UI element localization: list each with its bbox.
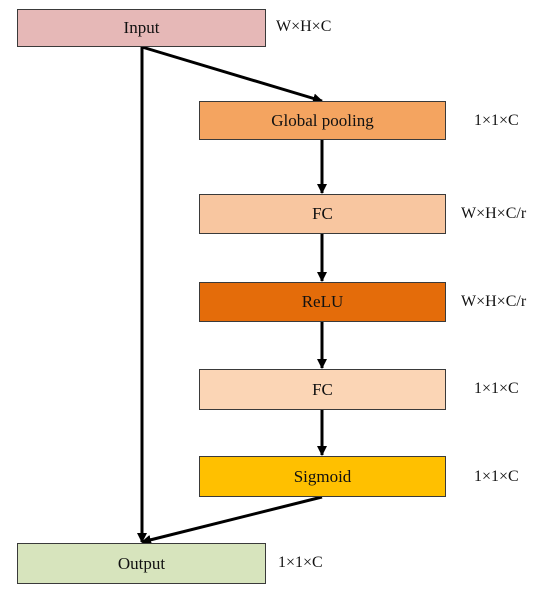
fc-1-dimension: W×H×C/r xyxy=(461,205,527,222)
output-node: Output xyxy=(17,543,266,584)
sigmoid-node-label: Sigmoid xyxy=(293,466,352,486)
output-dimension: 1×1×C xyxy=(278,554,323,571)
fc-node-2: FC xyxy=(199,369,446,410)
edge-sigmoid-to-output xyxy=(141,495,323,545)
global-pooling-node: Global pooling xyxy=(199,101,446,140)
global-pooling-dimension: 1×1×C xyxy=(474,112,519,129)
input-node: Input xyxy=(17,9,266,47)
global-pooling-node-label: Global pooling xyxy=(271,110,374,130)
relu-node: ReLU xyxy=(199,282,446,322)
input-dimension: W×H×C xyxy=(276,18,332,35)
fc-2-dimension: 1×1×C xyxy=(474,380,519,397)
edge-input-to-global-pooling xyxy=(141,45,323,104)
fc-node-1: FC xyxy=(199,194,446,234)
fc-node-2-label: FC xyxy=(312,379,333,399)
relu-node-label: ReLU xyxy=(301,292,344,311)
sigmoid-node: Sigmoid xyxy=(199,456,446,497)
fc-node-1-label: FC xyxy=(312,204,333,223)
relu-dimension: W×H×C/r xyxy=(461,293,527,310)
input-node-label: Input xyxy=(123,18,160,37)
sigmoid-dimension: 1×1×C xyxy=(474,468,519,485)
output-node-label: Output xyxy=(117,553,166,573)
